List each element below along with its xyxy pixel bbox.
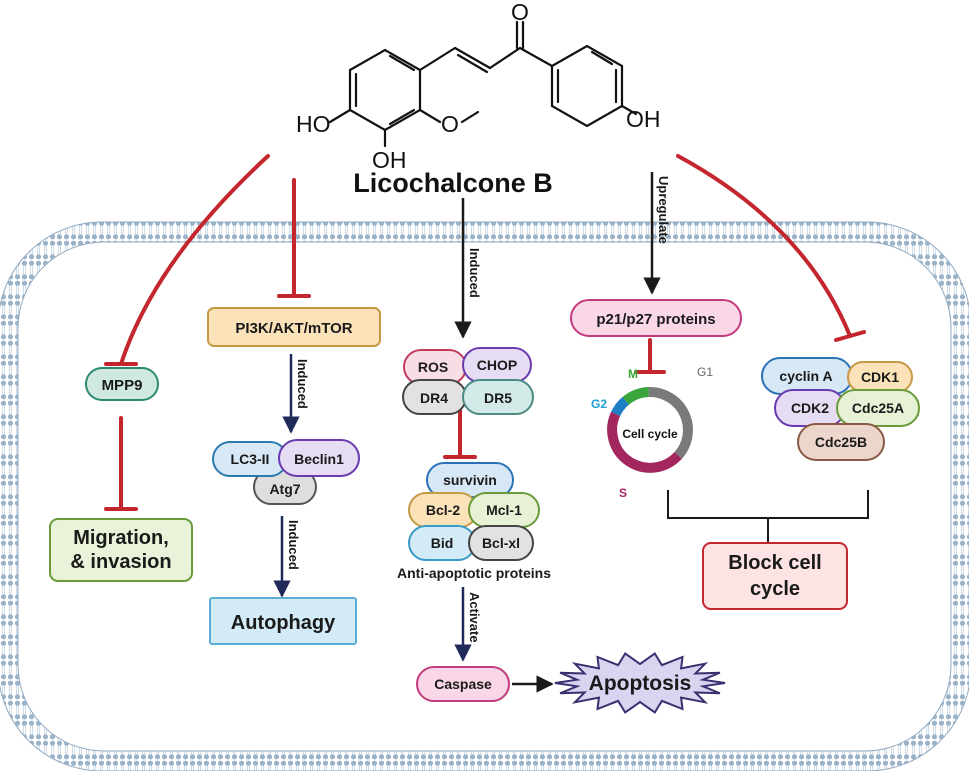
mpp9-label: MPP9: [102, 377, 143, 394]
pi3k-akt-mtor-label: PI3K/AKT/mTOR: [235, 320, 352, 337]
phase-g1-label: G1: [697, 365, 713, 379]
anti-apoptotic-caption: Anti-apoptotic proteins: [397, 565, 551, 581]
inhibit-mpp9-line: [119, 154, 270, 366]
apoptosis-label: Apoptosis: [589, 672, 692, 695]
beclin1-label: Beclin1: [294, 451, 344, 467]
cyclin-a-label: cyclin A: [779, 368, 832, 384]
block-cell-cycle-label: Block cell cycle: [728, 552, 821, 600]
block-cell-cycle-node: Block cell cycle: [702, 542, 848, 610]
block-bracket: [667, 490, 869, 542]
activation-arrows: [273, 172, 661, 693]
phase-g2-arc: [611, 397, 630, 417]
bclxl-label: Bcl-xl: [482, 535, 520, 551]
migration-invasion-node: Migration,& invasion: [49, 518, 193, 582]
phase-g1-arc: [648, 386, 693, 459]
cdk1-label: CDK1: [861, 369, 899, 385]
anti-apoptotic-cluster: survivin Bcl-2 Mcl-1 Bid Bcl-xl: [408, 462, 540, 561]
methoxy-oxygen-label: O: [441, 111, 459, 137]
phase-m-label: M: [628, 367, 638, 381]
bcl2-label: Bcl-2: [426, 502, 460, 518]
cyclin-complex-cluster: cyclin A CDK1 CDK2 Cdc25A Cdc25B: [761, 357, 920, 461]
lc3-ii-label: LC3-II: [231, 451, 270, 467]
dr5-label: DR5: [484, 390, 512, 406]
apoptosis-burst-shape: [554, 652, 726, 714]
autophagy-proteins-cluster: LC3-II Beclin1 Atg7: [212, 439, 360, 505]
induced-label-autophagy-1: Induced: [295, 359, 310, 409]
survivin-label: survivin: [443, 472, 497, 488]
licochalcone-b-structure: [328, 20, 638, 148]
hydroxyl-bottom-label: OH: [372, 147, 407, 173]
structure-atom-labels: O HO OH O OH: [296, 0, 661, 173]
caspase-label: Caspase: [434, 676, 492, 692]
phase-g2-label: G2: [591, 397, 607, 411]
chop-label: CHOP: [477, 357, 517, 373]
ketone-oxygen-label: O: [511, 0, 529, 25]
inducers-cluster: ROS CHOP DR4 DR5: [402, 347, 534, 415]
induced-label-center: Induced: [467, 248, 482, 298]
blockText-line-2: cycle: [750, 578, 800, 600]
autophagy-label: Autophagy: [231, 612, 336, 634]
inhibit-cyclin-line: [676, 154, 852, 338]
induced-label-autophagy-2: Induced: [286, 520, 301, 570]
mcl1-label: Mcl-1: [486, 502, 522, 518]
migText-line-1: Migration,: [73, 527, 169, 549]
cell-cycle-wheel: Cell cycle M G1 G2 S: [591, 365, 713, 500]
arrow-labels: Induced Upregulate Induced Induced Activ…: [286, 176, 671, 643]
inhibition-lines: [104, 154, 866, 511]
ros-label: ROS: [418, 359, 448, 375]
pi3k-akt-mtor-node: PI3K/AKT/mTOR: [207, 307, 381, 347]
p21-p27-node: p21/p27 proteins: [570, 299, 742, 337]
cell-membrane: [0, 221, 969, 771]
compound-name: Licochalcone B: [353, 168, 553, 198]
p21-p27-label: p21/p27 proteins: [596, 311, 715, 328]
blockText-line-1: Block cell: [728, 552, 821, 574]
activate-label: Activate: [467, 592, 482, 643]
caspase-node: Caspase: [416, 666, 510, 702]
bid-label: Bid: [431, 535, 454, 551]
hydroxyl-left-label: HO: [296, 111, 331, 137]
cdc25a-label: Cdc25A: [852, 400, 904, 416]
phase-s-label: S: [619, 486, 627, 500]
autophagy-node: Autophagy: [209, 597, 357, 645]
phase-m-arc: [622, 387, 650, 405]
hydroxyl-right-label: OH: [626, 106, 661, 132]
cdc25b-label: Cdc25B: [815, 434, 867, 450]
apoptosis-node: Apoptosis: [554, 652, 726, 714]
atg7-label: Atg7: [269, 481, 300, 497]
phase-s-arc: [607, 411, 682, 473]
migration-invasion-label: Migration,& invasion: [70, 527, 171, 573]
upregulate-label: Upregulate: [656, 176, 671, 244]
migText-line-2: & invasion: [70, 551, 171, 573]
cdk2-label: CDK2: [791, 400, 829, 416]
cell-cycle-label: Cell cycle: [622, 427, 678, 441]
dr4-label: DR4: [420, 390, 448, 406]
mpp9-node: MPP9: [85, 367, 159, 401]
